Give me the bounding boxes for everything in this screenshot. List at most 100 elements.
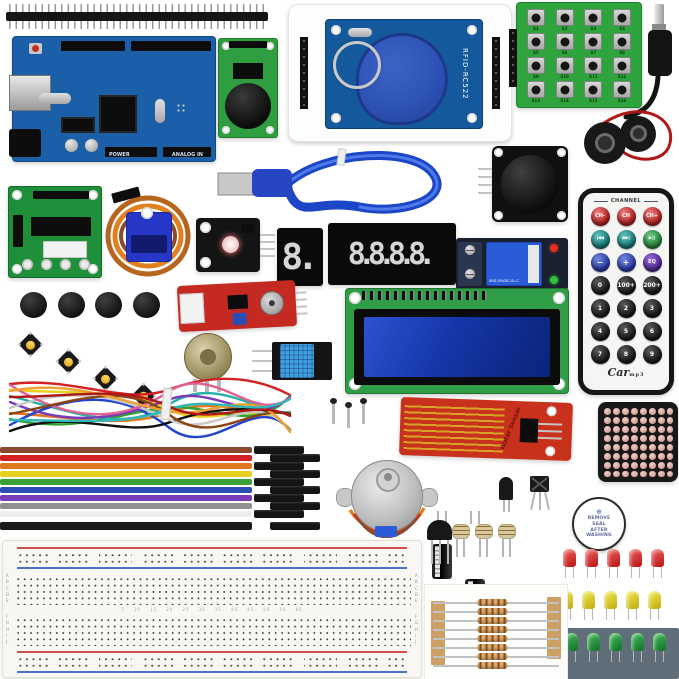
row-letter: G bbox=[6, 620, 10, 626]
led-legs bbox=[567, 651, 576, 662]
push-button bbox=[17, 331, 44, 358]
matrix-dot bbox=[630, 470, 638, 478]
sticker-line: AFTER bbox=[590, 527, 608, 533]
servo-gear bbox=[141, 207, 153, 219]
rtc-module bbox=[218, 38, 278, 138]
ribbon-wire bbox=[0, 522, 322, 530]
resistor bbox=[433, 625, 559, 634]
tact-switch bbox=[584, 9, 603, 26]
ldr-lead bbox=[486, 537, 488, 557]
matrix-dot bbox=[612, 408, 620, 415]
relay-led-green bbox=[550, 276, 558, 284]
column-numbers: 5 10 15 20 25 30 35 40 45 50 55 60 bbox=[121, 607, 303, 612]
power-header bbox=[105, 147, 157, 157]
mount-hole bbox=[467, 113, 477, 123]
mount-hole bbox=[494, 148, 503, 157]
remote-button: 2 bbox=[616, 299, 636, 318]
relay-side-label bbox=[528, 245, 539, 283]
row-letter: I bbox=[6, 632, 8, 638]
indicator-led bbox=[60, 259, 71, 270]
mount-hole bbox=[88, 264, 98, 274]
matrix-dot bbox=[639, 425, 647, 433]
resistor-body bbox=[477, 653, 508, 660]
matrix-dot bbox=[666, 452, 674, 460]
mount-hole bbox=[494, 211, 503, 220]
matrix-dot bbox=[666, 434, 674, 442]
module-pin bbox=[478, 168, 492, 170]
matrix-dot bbox=[639, 434, 647, 442]
ribbon-wire bbox=[0, 502, 322, 510]
matrix-dot bbox=[639, 416, 647, 424]
dupont-connector bbox=[254, 462, 304, 470]
keypad-button-label: S14 bbox=[560, 98, 569, 103]
matrix-dot bbox=[630, 443, 638, 451]
red-led bbox=[585, 549, 598, 578]
led-legs bbox=[655, 651, 664, 662]
resistor-body bbox=[477, 644, 508, 651]
led-legs bbox=[609, 567, 618, 578]
keypad-button-label: S12 bbox=[617, 74, 627, 79]
matrix-dot bbox=[657, 470, 665, 478]
rfid-left-pins bbox=[300, 37, 308, 109]
remote-button: + bbox=[616, 253, 636, 272]
module-pin bbox=[260, 255, 275, 257]
capacitor-lead bbox=[445, 511, 447, 524]
red-led bbox=[651, 549, 664, 578]
battery-clip-wires bbox=[602, 74, 673, 161]
led-dome bbox=[651, 549, 664, 567]
matrix-dot bbox=[604, 434, 611, 442]
module-pin bbox=[260, 234, 275, 236]
capacitor bbox=[65, 139, 78, 152]
matrix-dot bbox=[612, 470, 620, 478]
mount-hole bbox=[266, 42, 274, 50]
keypad-button-label: S3 bbox=[590, 26, 597, 31]
resistor bbox=[433, 643, 559, 652]
led-legs bbox=[633, 651, 642, 662]
lcd-screen bbox=[364, 317, 550, 377]
receiver-lead bbox=[539, 492, 541, 510]
mount-hole bbox=[553, 292, 565, 304]
transistor-lead bbox=[431, 540, 433, 564]
brand-text: Car bbox=[607, 366, 630, 379]
row-letter: J bbox=[6, 639, 8, 644]
led-dome bbox=[626, 591, 639, 609]
red-led bbox=[629, 549, 642, 578]
matrix-dot bbox=[648, 461, 656, 469]
dc-barrel-plug bbox=[642, 4, 678, 84]
keypad-4x4: S1 S2 S3 S4 S5 S6 S7 S8 bbox=[509, 2, 642, 109]
led-legs bbox=[565, 567, 574, 578]
module-pin bbox=[260, 248, 275, 250]
matrix-dot bbox=[630, 416, 638, 424]
segment-digits: 8.8.8.8. bbox=[347, 236, 436, 272]
remote-button: CH- bbox=[590, 207, 610, 226]
remote-button: EQ bbox=[642, 253, 662, 272]
row-letter: F bbox=[414, 614, 418, 619]
keypad-grid: S1 S2 S3 S4 S5 S6 S7 S8 bbox=[517, 3, 641, 109]
power-silkscreen: POWER bbox=[109, 152, 130, 158]
rail-red-line bbox=[17, 547, 407, 549]
tact-switch bbox=[555, 33, 574, 50]
keypad-button-label: S10 bbox=[560, 74, 569, 79]
sensor-chip bbox=[227, 294, 249, 310]
rtc-chip bbox=[233, 63, 263, 79]
jumper-wires-svg bbox=[8, 377, 292, 439]
screw-shaft bbox=[362, 398, 365, 424]
dupont-connector bbox=[270, 502, 320, 510]
green-led bbox=[609, 633, 622, 662]
keypad-button-label: S15 bbox=[589, 98, 598, 103]
module-pin bbox=[478, 184, 492, 186]
keypad-button: S15 bbox=[583, 81, 605, 103]
mount-hole bbox=[546, 406, 557, 417]
module-pin bbox=[295, 291, 307, 294]
row-letter: I bbox=[414, 632, 417, 638]
header-pins bbox=[9, 21, 265, 29]
trim-pot bbox=[232, 312, 247, 326]
matrix-dot bbox=[666, 470, 674, 478]
remote-button: 200+ bbox=[642, 276, 662, 295]
resistor bbox=[433, 598, 559, 607]
resistor bbox=[433, 652, 559, 661]
resistor-body bbox=[477, 599, 508, 606]
joystick-module bbox=[478, 146, 568, 222]
